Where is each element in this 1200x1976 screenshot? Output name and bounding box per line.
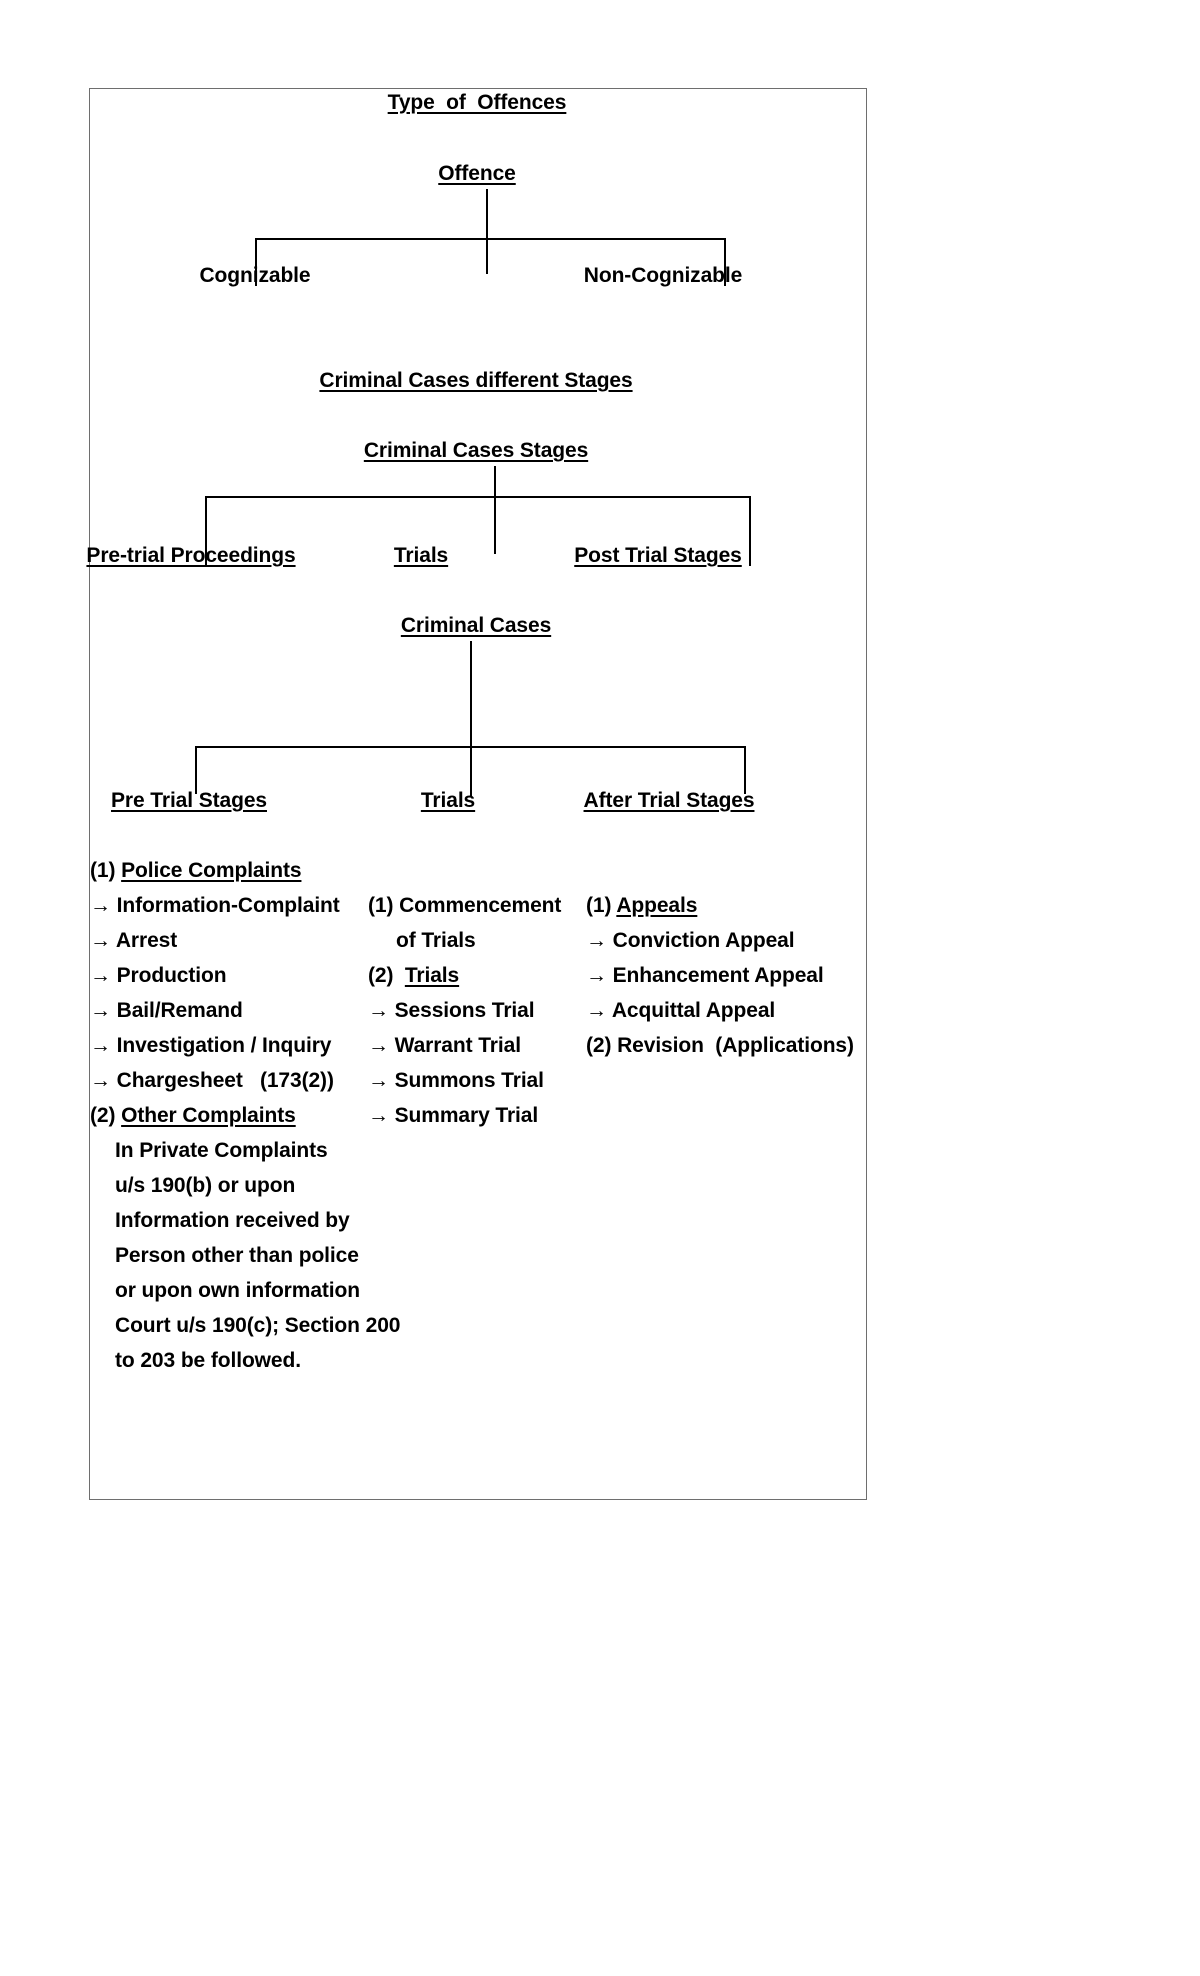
list-item-label: Other Complaints [121,1104,296,1127]
node-offence-root: Offence [438,162,516,185]
connector-cases-left-drop [195,746,197,794]
connector-cases-stem [470,641,472,796]
list-item: u/s 190(b) or upon [115,1174,296,1197]
connector-stages-bar [205,496,751,498]
diagram-frame [89,88,867,1500]
list-item: or upon own information [115,1279,360,1302]
connector-offence-left-drop [255,238,257,286]
list-item: of Trials [396,929,476,952]
list-item: (1) Appeals [586,895,697,916]
list-item: → Summons Trial [368,1069,544,1092]
list-item-label: Police Complaints [121,859,302,882]
page-title: Type of Offences [387,91,567,114]
list-item: In Private Complaints [115,1139,328,1162]
list-item-number: (2) [368,964,405,987]
list-item: → Chargesheet (173(2)) [90,1069,334,1092]
list-item: Court u/s 190(c); Section 200 [115,1314,401,1337]
list-item-number: (1) [586,894,617,917]
connector-cases-bar [195,746,746,748]
list-item: → Warrant Trial [368,1034,521,1057]
node-non-cognizable: Non-Cognizable [583,264,743,287]
list-item: → Production [90,964,227,987]
list-item: Information received by [115,1209,350,1232]
list-item: → Bail/Remand [90,999,243,1022]
list-item: to 203 be followed. [115,1349,301,1372]
connector-cases-right-drop [744,746,746,794]
connector-stages-stem [494,466,496,554]
list-item: (2) Revision (Applications) [586,1034,854,1057]
connector-stages-right-drop [749,496,751,566]
list-item: (2) Trials [368,965,459,986]
connector-stages-left-drop [205,496,207,566]
node-cognizable: Cognizable [199,264,311,287]
node-post-trial-stages: Post Trial Stages [574,544,742,567]
connector-offence-right-drop [724,238,726,286]
section-heading-stages: Criminal Cases different Stages [319,369,633,392]
list-item: → Arrest [90,929,178,952]
list-item: → Summary Trial [368,1104,539,1127]
list-item-label: Appeals [616,894,698,917]
node-criminal-cases-root: Criminal Cases [400,614,552,637]
node-cases-trials: Trials [420,789,476,812]
connector-offence-bar [255,238,725,240]
list-item-number: (2) [90,1104,122,1127]
node-pre-trial-stages: Pre Trial Stages [111,789,267,812]
list-item: (2) Other Complaints [90,1105,296,1126]
connector-offence-stem [486,189,488,274]
node-criminal-cases-stages-root: Criminal Cases Stages [363,439,589,462]
list-item: → Information-Complaint [90,894,340,917]
list-item: (1) Commencement [368,894,562,917]
list-item: → Acquittal Appeal [586,999,776,1022]
list-item: (1) Police Complaints [90,859,302,882]
list-item: → Conviction Appeal [586,929,795,952]
list-item-number: (1) [90,859,122,882]
node-stages-trials: Trials [393,544,449,567]
node-after-trial-stages: After Trial Stages [583,789,755,812]
list-item: → Sessions Trial [368,999,535,1022]
list-item: Person other than police [115,1244,359,1267]
node-pre-trial-proceedings: Pre-trial Proceedings [86,544,296,567]
list-item: → Investigation / Inquiry [90,1034,332,1057]
list-item: → Enhancement Appeal [586,964,824,987]
list-item-label: Trials [404,964,460,987]
